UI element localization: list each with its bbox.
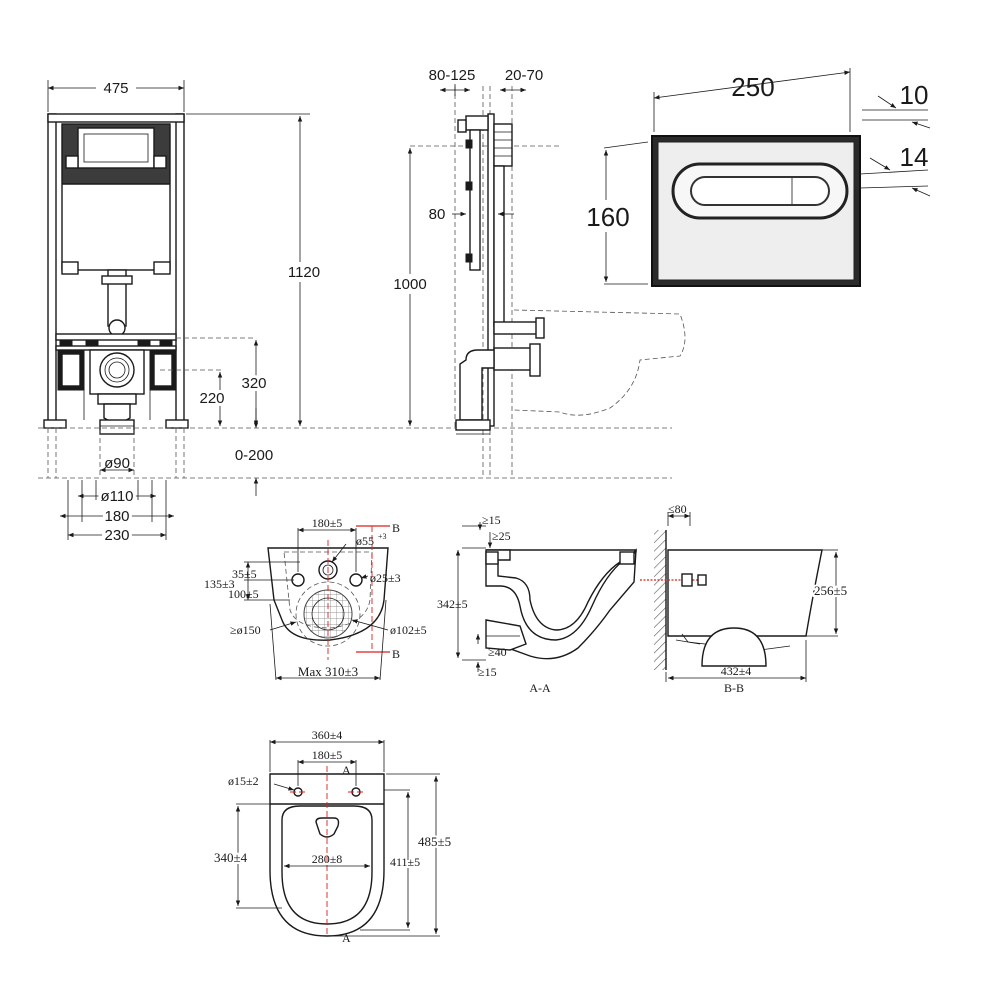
dim-depth-range-1: 80-125	[429, 67, 476, 84]
dim-rear-100: 100±5	[228, 587, 259, 601]
dim-top-bolt-spacing: 180±5	[312, 748, 343, 762]
dim-top-411: 411±5	[390, 855, 420, 869]
dim-plate-width: 250	[731, 72, 774, 102]
dim-top-340: 340±4	[214, 850, 248, 865]
side-inlet-pipe	[493, 321, 541, 335]
dim-plate-height: 160	[586, 202, 629, 232]
frame-foot-right	[165, 419, 189, 429]
dim-pipe-d110: ø110	[100, 488, 133, 505]
flush-opening	[77, 127, 155, 169]
section-aa-view: 342±5 ≥15 ≥25 ≥40 ≥15 A-A	[437, 513, 637, 695]
dim-rear-135: 135±3	[204, 577, 235, 591]
frame-side-view: 80-125 20-70 80 1000	[390, 67, 686, 478]
dim-frame-height: 1120	[288, 264, 320, 281]
dim-rear-35: 35±5	[232, 567, 257, 581]
dim-floor-range: 0-200	[235, 447, 273, 464]
wc-outlet-slot	[315, 817, 340, 838]
side-frame-post	[487, 113, 495, 427]
wall-hatch	[654, 530, 666, 670]
dim-top-width-360: 360±4	[312, 728, 343, 742]
section-aa-caption: A-A	[529, 681, 551, 695]
dim-bb-max-80: ≤80	[668, 502, 687, 516]
wc-bowl-rim	[281, 805, 373, 925]
wc-top-outline	[269, 773, 385, 937]
dim-top-280: 280±8	[312, 852, 343, 866]
frame-cross-bar	[55, 333, 177, 341]
frame-top-rail	[47, 113, 185, 123]
dim-plate-thickness-1: 10	[900, 80, 929, 110]
section-bb-outline	[667, 549, 823, 637]
dim-outlet-d102: ø102±5	[390, 623, 427, 637]
dim-top-485: 485±5	[418, 834, 451, 849]
dim-inlet-tol: +3	[378, 532, 387, 541]
section-bb-bowl	[701, 627, 767, 667]
dim-max-width: Max 310±3	[298, 664, 358, 679]
dim-aa-min-40: ≥40	[488, 645, 507, 659]
wc-ghost-outline	[513, 309, 686, 416]
dim-bb-height: 256±5	[814, 583, 847, 598]
side-flush-pipe	[493, 123, 513, 167]
section-b-bottom: B	[392, 647, 400, 661]
frame-foot-left	[43, 419, 67, 429]
bolt-hole-right	[349, 573, 363, 587]
wc-rear-outline	[267, 547, 389, 641]
section-aa-outline	[485, 549, 637, 660]
dim-aa-min-25: ≥25	[492, 529, 511, 543]
dim-inlet-d55: ø55	[356, 534, 374, 548]
dim-aa-height: 342±5	[437, 597, 468, 611]
frame-left-post	[47, 113, 57, 427]
section-a-top: A	[342, 763, 351, 777]
section-b-top: B	[392, 521, 400, 535]
section-bb-view: ≤80 256±5 432±4 B-B	[640, 502, 849, 695]
dim-flush-to-drain: 320	[241, 375, 266, 392]
dim-min-d150: ≥ø150	[230, 623, 261, 637]
drain-spigot	[99, 419, 135, 435]
dim-depth-range-2: 20-70	[505, 67, 543, 84]
dim-top-hole-d15: ø15±2	[228, 774, 259, 788]
wc-rear-view: B B 180±5 ø55 +3 ø25±3 35±5 135±3 100±5 …	[204, 516, 427, 681]
dim-depth-80: 80	[429, 206, 446, 223]
dim-drain-height: 220	[199, 390, 224, 407]
flush-button-inner	[690, 176, 830, 206]
dim-aa-min-15-top: ≥15	[482, 513, 501, 527]
dim-bolt-d25: ø25±3	[370, 571, 401, 585]
dim-width-230: 230	[104, 527, 129, 544]
dim-width-180: 180	[104, 508, 129, 525]
flush-plate-view: 250 160 10 14	[582, 68, 931, 287]
dim-plate-thickness-2: 14	[900, 142, 929, 172]
frame-right-post	[175, 113, 185, 427]
frame-front-view: 475 1120 320 220 0-200 ø90 ø110 180 230	[38, 78, 672, 547]
side-drain-pipe	[493, 347, 535, 371]
dim-pipe-d90: ø90	[104, 455, 130, 472]
dim-frame-width: 475	[103, 80, 128, 97]
section-bb-caption: B-B	[724, 681, 744, 695]
dim-bb-length: 432±4	[721, 664, 752, 678]
wc-top-view: A A 360±4 180±5 ø15±2 340±4 280±8 411±5 …	[212, 728, 453, 945]
dim-rear-bolt-spacing: 180±5	[312, 516, 343, 530]
dim-height-1000: 1000	[393, 276, 426, 293]
dim-aa-min-15-bottom: ≥15	[478, 665, 497, 679]
section-a-bottom: A	[342, 931, 351, 945]
